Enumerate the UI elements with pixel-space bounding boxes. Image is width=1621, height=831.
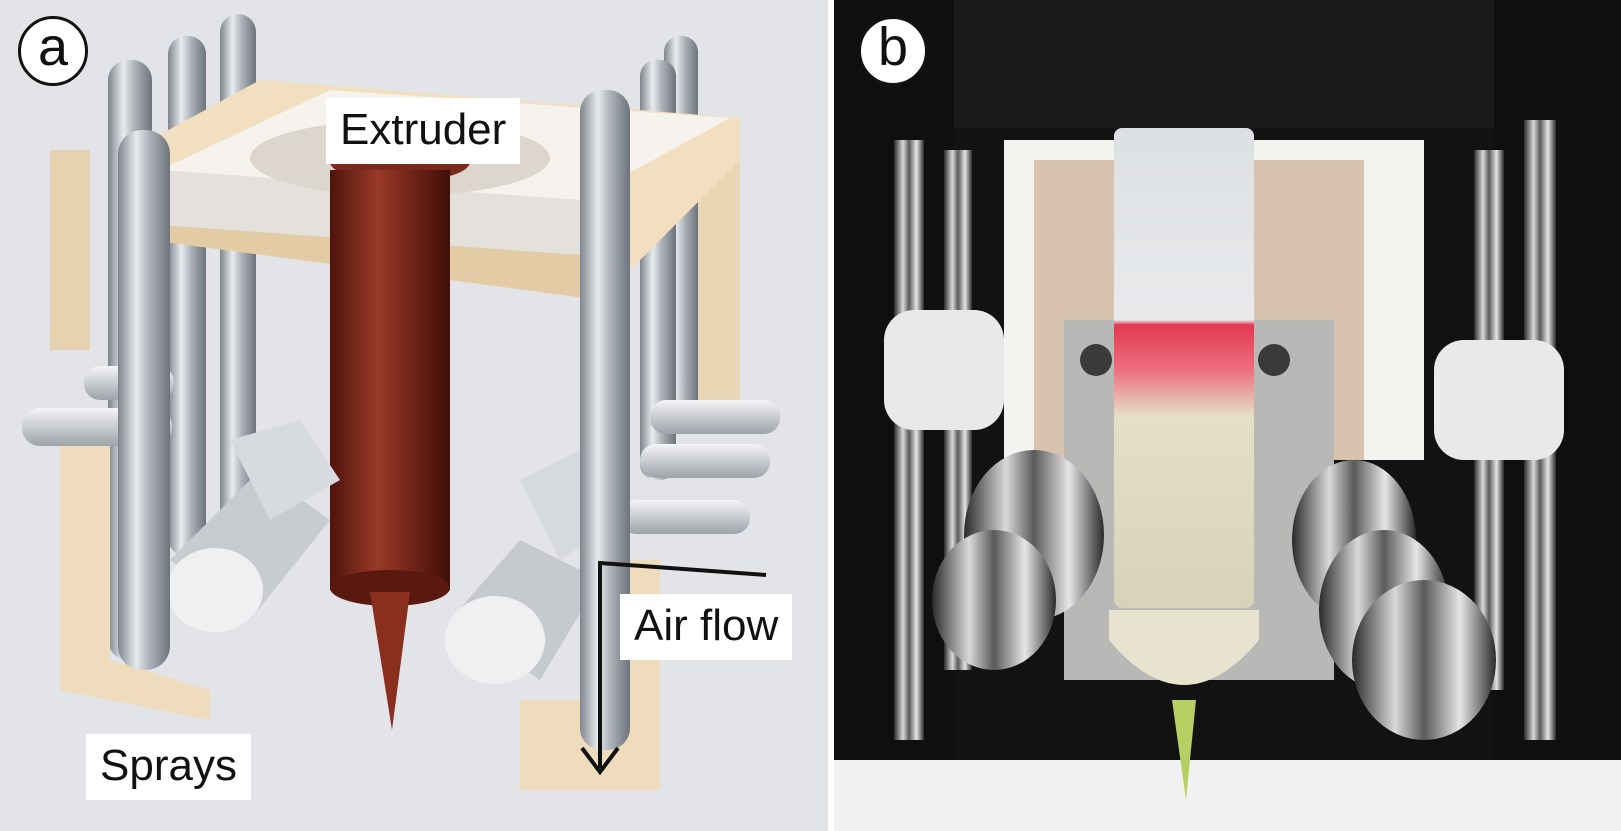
syringe-tube xyxy=(1114,128,1254,608)
syringe-barrel xyxy=(330,170,450,590)
frame-left-upper xyxy=(50,150,90,350)
syringe-bottom xyxy=(330,570,450,606)
spray-cup-left xyxy=(932,450,1104,670)
tape-wrap xyxy=(884,310,1004,430)
spray-cup-right xyxy=(1292,460,1496,740)
tape-wrap xyxy=(1434,340,1564,460)
extruder-label: Extruder xyxy=(326,98,521,164)
bed-light xyxy=(834,760,1621,831)
syringe-holder xyxy=(1109,610,1259,685)
air-flow-arrow-head xyxy=(580,746,620,776)
spray-nozzle-left xyxy=(167,420,340,632)
nozzle-tip xyxy=(1172,700,1196,800)
panel-a-badge: a xyxy=(18,16,88,86)
spray-gun-body xyxy=(894,140,924,740)
spray-rod-front xyxy=(580,90,630,750)
syringe-nozzle xyxy=(370,592,410,730)
frame-top xyxy=(894,0,1574,128)
mount-screw xyxy=(1258,344,1290,376)
air-flow-label: Air flow xyxy=(620,594,793,660)
air-flow-arrow-line xyxy=(598,560,767,768)
spray-rod-front xyxy=(118,130,170,670)
panel-b-badge: b xyxy=(858,16,928,86)
panel-b-photo xyxy=(834,0,1621,831)
sprays-label: Sprays xyxy=(86,734,251,800)
photo-illustration xyxy=(834,0,1621,831)
mount-screw xyxy=(1080,344,1112,376)
frame-left-lower xyxy=(60,430,210,720)
